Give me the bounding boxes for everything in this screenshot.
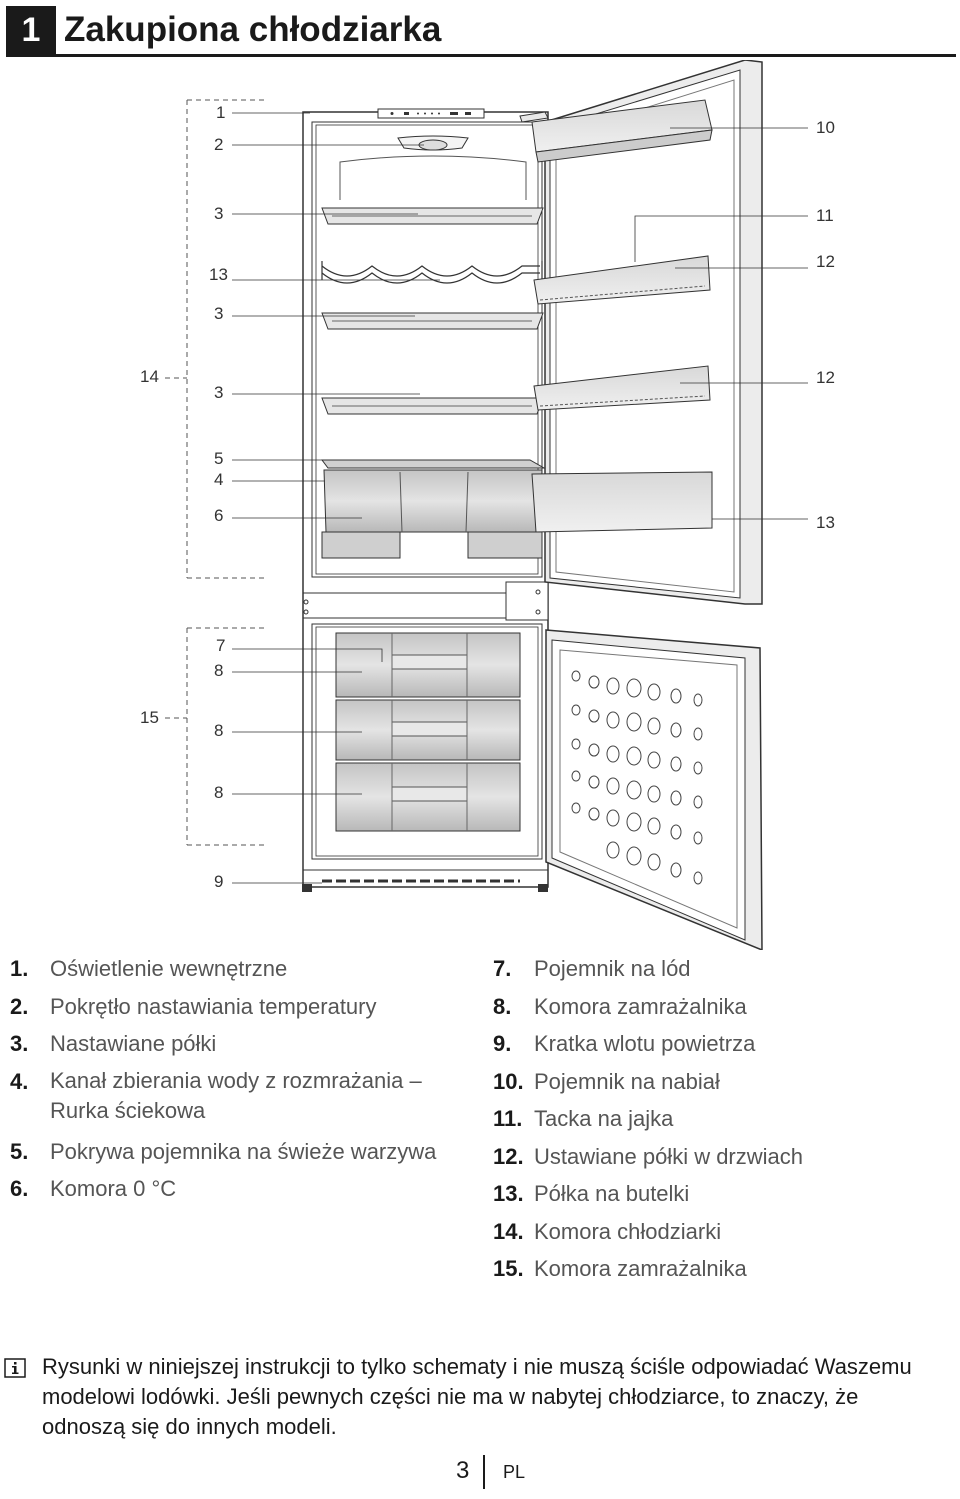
item-number: 3. [10, 1025, 50, 1063]
item-number: 1. [10, 950, 50, 988]
item-number: 2. [10, 988, 50, 1026]
section-header: 1 Zakupiona chłodziarka [6, 6, 956, 57]
list-item: 5. Pokrywa pojemnika na świeże warzywa [10, 1133, 480, 1171]
callout-13: 13 [816, 513, 835, 532]
item-label: Kanał zbierania wody z rozmrażania – Rur… [50, 1063, 430, 1133]
callout-3: 3 [214, 383, 223, 402]
freezer-drawer [336, 633, 520, 697]
footer-divider [483, 1455, 485, 1489]
list-item: 4. Kanał zbierania wody z rozmrażania – … [10, 1063, 430, 1133]
callout-8: 8 [214, 783, 223, 802]
list-item: 12. Ustawiane półki w drzwiach [493, 1138, 953, 1176]
item-number: 10. [493, 1063, 534, 1101]
callout-10: 10 [816, 118, 835, 137]
list-item: 7. Pojemnik na lód [493, 950, 953, 988]
item-label: Ustawiane półki w drzwiach [534, 1138, 953, 1176]
list-item: 1. Oświetlenie wewnętrzne [10, 950, 480, 988]
item-number: 13. [493, 1175, 534, 1213]
callout-2: 2 [214, 135, 223, 154]
freezer-drawer [336, 700, 520, 760]
freezer-drawer [336, 763, 520, 831]
list-item: 11. Tacka na jajka [493, 1100, 953, 1138]
glass-shelf [322, 208, 543, 224]
callout-3: 3 [214, 304, 223, 323]
page-number: 3 [456, 1457, 469, 1485]
list-item: 14. Komora chłodziarki [493, 1213, 953, 1251]
list-item: 9. Kratka wlotu powietrza [493, 1025, 953, 1063]
info-icon [4, 1358, 26, 1378]
glass-shelf [322, 398, 543, 414]
item-label: Komora chłodziarki [534, 1213, 953, 1251]
item-label: Kratka wlotu powietrza [534, 1025, 953, 1063]
callout-5: 5 [214, 449, 223, 468]
list-item: 8. Komora zamrażalnika [493, 988, 953, 1026]
callout-6: 6 [214, 506, 223, 525]
item-label: Oświetlenie wewnętrzne [50, 950, 480, 988]
item-number: 14. [493, 1213, 534, 1251]
list-item: 10. Pojemnik na nabiał [493, 1063, 953, 1101]
list-item: 13. Półka na butelki [493, 1175, 953, 1213]
item-label: Pokrywa pojemnika na świeże warzywa [50, 1133, 480, 1171]
item-label: Tacka na jajka [534, 1100, 953, 1138]
list-item: 2. Pokrętło nastawiania temperatury [10, 988, 480, 1026]
fridge-diagram: 1 2 3 13 3 14 3 5 4 6 7 8 15 8 8 9 10 11… [0, 60, 960, 950]
item-number: 8. [493, 988, 534, 1026]
item-label: Pojemnik na lód [534, 950, 953, 988]
callout-3: 3 [214, 204, 223, 223]
section-title: Zakupiona chłodziarka [64, 10, 441, 50]
list-item: 15. Komora zamrażalnika [493, 1250, 953, 1288]
section-number: 1 [6, 6, 56, 54]
item-number: 12. [493, 1138, 534, 1176]
list-item: 6. Komora 0 °C [10, 1170, 480, 1208]
callout-11: 11 [816, 206, 834, 225]
item-label: Komora 0 °C [50, 1170, 480, 1208]
item-label: Pojemnik na nabiał [534, 1063, 953, 1101]
item-label: Komora zamrażalnika [534, 988, 953, 1026]
item-label: Komora zamrażalnika [534, 1250, 953, 1288]
glass-shelf [322, 313, 543, 329]
callout-13: 13 [209, 265, 228, 284]
callout-12: 12 [816, 368, 835, 387]
callout-9: 9 [214, 872, 223, 891]
parts-list-right: 7. Pojemnik na lód 8. Komora zamrażalnik… [493, 950, 953, 1288]
callout-8: 8 [214, 661, 223, 680]
item-number: 15. [493, 1250, 534, 1288]
callout-7: 7 [216, 636, 225, 655]
item-label: Nastawiane półki [50, 1025, 480, 1063]
callout-14: 14 [140, 367, 159, 386]
item-number: 7. [493, 950, 534, 988]
crisper-cover [322, 460, 544, 468]
callout-4: 4 [214, 470, 223, 489]
bottle-shelf [532, 472, 712, 532]
callout-15: 15 [140, 708, 159, 727]
item-number: 9. [493, 1025, 534, 1063]
language-code: PL [503, 1462, 525, 1483]
callout-8: 8 [214, 721, 223, 740]
item-label: Półka na butelki [534, 1175, 953, 1213]
item-number: 5. [10, 1133, 50, 1171]
item-label: Pokrętło nastawiania temperatury [50, 988, 480, 1026]
list-item: 3. Nastawiane półki [10, 1025, 480, 1063]
item-number: 6. [10, 1170, 50, 1208]
callout-12: 12 [816, 252, 835, 271]
parts-list-left: 1. Oświetlenie wewnętrzne 2. Pokrętło na… [10, 950, 480, 1208]
item-number: 4. [10, 1063, 50, 1133]
note-text: Rysunki w niniejszej instrukcji to tylko… [42, 1352, 942, 1442]
item-number: 11. [493, 1100, 534, 1138]
callout-1: 1 [216, 103, 225, 122]
